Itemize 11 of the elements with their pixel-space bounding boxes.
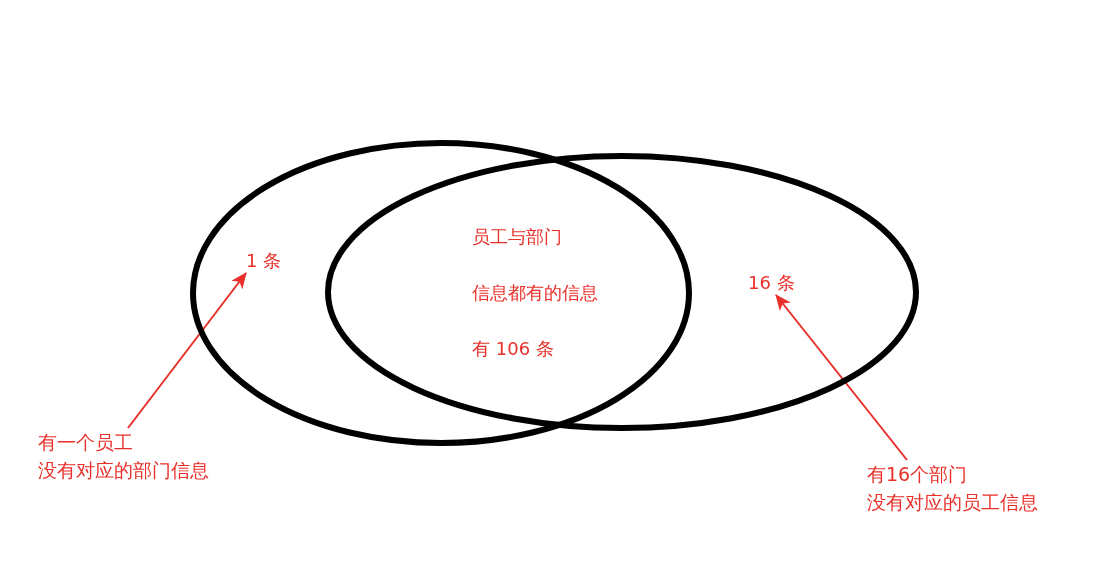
- region-label: 信息都有的信息: [472, 281, 598, 305]
- region-label: 16 条: [748, 271, 795, 295]
- set-ellipse: [325, 153, 919, 431]
- arrow: [127, 272, 247, 429]
- region-label: 1 条: [246, 249, 282, 273]
- region-label: 有 106 条: [472, 337, 555, 361]
- set-ellipse: [190, 140, 692, 446]
- region-label: 员工与部门: [472, 225, 563, 249]
- annotation-text: 有一个员工没有对应的部门信息: [38, 428, 238, 484]
- arrow: [775, 294, 908, 461]
- annotation-text: 有16个部门没有对应的员工信息: [867, 460, 1067, 516]
